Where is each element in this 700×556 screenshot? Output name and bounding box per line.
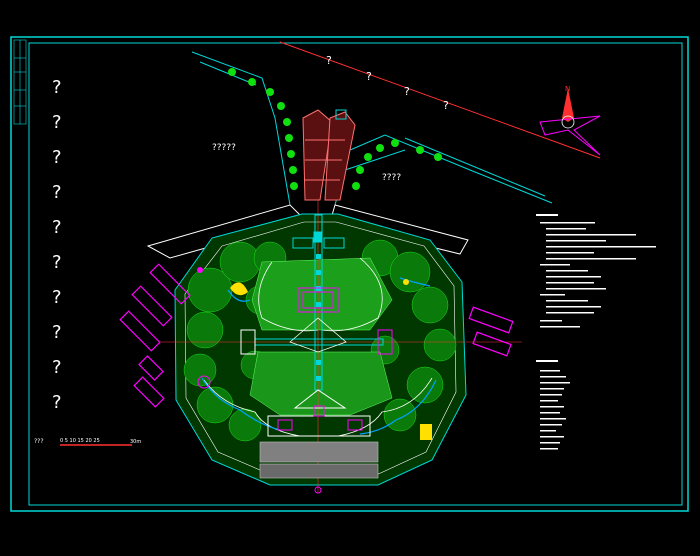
- title-strip: [13, 39, 27, 125]
- main-building: [267, 389, 371, 437]
- road-mark-1: ?: [326, 54, 332, 67]
- left-mark-7: ?: [52, 287, 62, 308]
- gate-buildings: [292, 231, 345, 249]
- parking-left: [119, 263, 191, 408]
- road-mark-3: ?: [404, 85, 410, 98]
- left-mark-10: ?: [52, 392, 62, 413]
- left-mark-6: ?: [52, 252, 62, 273]
- left-mark-3: ?: [52, 147, 62, 168]
- pavilions: [197, 287, 393, 389]
- road-mark-4: ?: [443, 99, 449, 112]
- north-arrow-label: N: [565, 85, 570, 93]
- gate-sign: [335, 109, 347, 120]
- road-red-line: [279, 41, 601, 159]
- left-mark-8: ?: [52, 322, 62, 343]
- area-label-upper-left: ?????: [212, 143, 236, 153]
- left-mark-9: ?: [52, 357, 62, 378]
- scale-bar-ticks: 0 5 10 15 20 25: [60, 438, 100, 444]
- north-arrow: N: [539, 85, 601, 156]
- left-mark-1: ?: [52, 77, 62, 98]
- scale-bar-unit: 30m: [130, 439, 141, 445]
- road-marks: ? ? ? ?: [326, 54, 449, 112]
- parking-right: [468, 306, 514, 357]
- scale-bar-prefix: ???: [34, 438, 44, 445]
- central-fan-plaza: [289, 317, 347, 353]
- lower-lawn: [249, 351, 393, 416]
- lower-plaza: [259, 441, 379, 494]
- left-mark-5: ?: [52, 217, 62, 238]
- park-inner-boundary: [184, 221, 457, 477]
- left-column-marks: ? ? ? ? ? ? ? ? ? ?: [52, 77, 62, 413]
- left-mark-4: ?: [52, 182, 62, 203]
- entrance-plaza: [302, 109, 356, 201]
- winding-paths: [203, 257, 433, 437]
- upper-tree-rows: [228, 68, 442, 190]
- road-mark-2: ?: [366, 70, 372, 83]
- scale-bar: ??? 0 5 10 15 20 25 30m: [34, 438, 141, 446]
- legend-notes: [536, 214, 656, 450]
- outer-frame: [10, 36, 689, 512]
- area-label-upper-right: ????: [382, 173, 401, 183]
- feature-accents: [197, 267, 432, 440]
- inner-frame: [28, 42, 683, 506]
- left-mark-2: ?: [52, 112, 62, 133]
